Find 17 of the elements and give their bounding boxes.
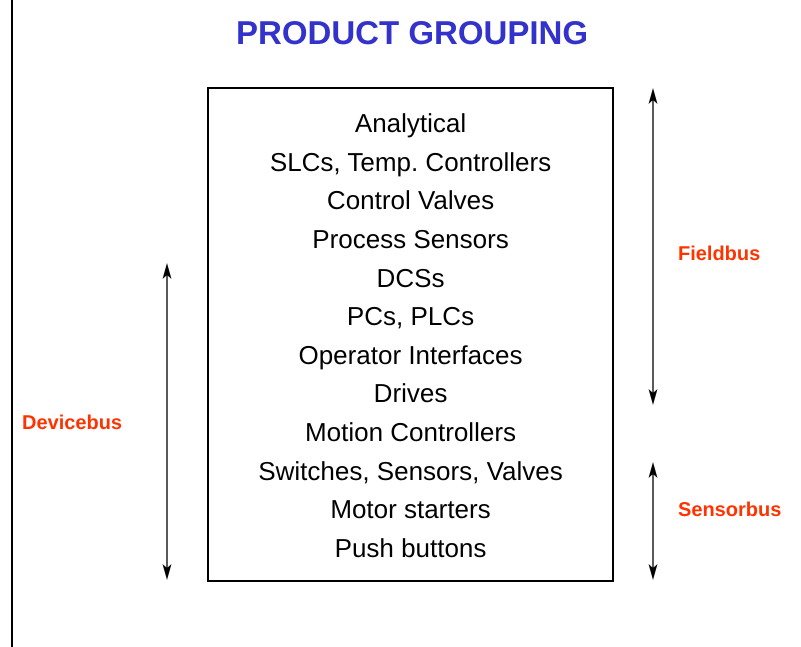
list-item: Analytical (354, 108, 466, 138)
bus-label: Sensorbus (678, 498, 782, 522)
list-item: Switches, Sensors, Valves (258, 456, 563, 486)
list-item: Drives (374, 378, 448, 408)
list-item: DCSs (376, 262, 444, 293)
list-item: PCs, PLCs (346, 301, 474, 332)
list-item: Operator Interfaces (298, 340, 522, 370)
bus-label: Devicebus (22, 411, 122, 435)
list-item: SLCs, Temp. Controllers (270, 146, 552, 177)
list-item: Push buttons (334, 533, 486, 563)
bus-label: Fieldbus (678, 242, 760, 266)
list-item: Process Sensors (312, 224, 509, 254)
list-item: Motor starters (330, 494, 491, 524)
title: PRODUCT GROUPING (234, 14, 589, 52)
list-item: Motion Controllers (305, 417, 516, 448)
list-item: Control Valves (326, 185, 494, 216)
list-box (207, 87, 614, 582)
